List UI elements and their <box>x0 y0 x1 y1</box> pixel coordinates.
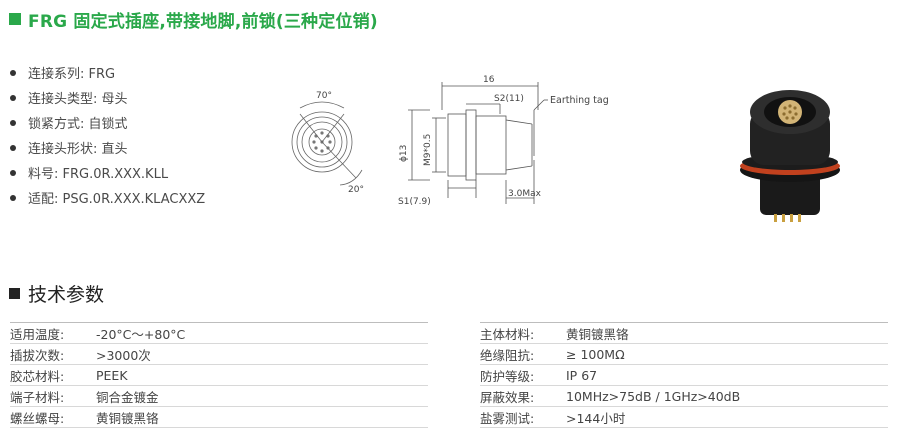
spec-item: 连接头类型: 母头 <box>10 85 205 110</box>
table-row: 胶芯材料:PEEK <box>10 365 428 386</box>
bullet-icon <box>10 169 16 176</box>
s1-label: S1(7.9) <box>398 197 431 207</box>
front-view <box>291 101 363 186</box>
table-row: 插拔次数:>3000次 <box>10 344 428 365</box>
section-heading-tech-params: 技术参数 <box>9 280 104 307</box>
angle-bottom-label: 20° <box>348 185 364 195</box>
bullet-icon <box>10 94 16 101</box>
table-row: 盐雾测试:>144小时 <box>480 407 888 428</box>
spec-item: 锁紧方式: 自锁式 <box>10 110 205 135</box>
spec-list: 连接系列: FRG 连接头类型: 母头 锁紧方式: 自锁式 连接头形状: 直头 … <box>10 60 205 210</box>
technical-drawing: 70° 20° 16 S2(11) Earthing tag ϕ13 M9*0.… <box>291 75 609 207</box>
params-table-left: 适用温度:-20°C～+80°C 插拔次数:>3000次 胶芯材料:PEEK 端… <box>10 322 428 428</box>
bullet-icon <box>10 144 16 151</box>
params-table-right: 主体材料:黄铜镀黑铬 绝缘阻抗:≥ 100MΩ 防护等级:IP 67 屏蔽效果:… <box>480 322 888 428</box>
connector-photo <box>740 90 840 222</box>
title-square-icon <box>9 13 21 25</box>
spec-item: 适配: PSG.0R.XXX.KLACXXZ <box>10 185 205 210</box>
table-row: 端子材料:铜合金镀金 <box>10 386 428 407</box>
phi13-label: ϕ13 <box>399 145 409 162</box>
earthing-tag-label: Earthing tag <box>550 95 609 106</box>
page-title: FRG 固定式插座,带接地脚,前锁(三种定位销) <box>9 6 378 32</box>
bullet-icon <box>10 69 16 76</box>
bullet-icon <box>10 194 16 201</box>
dim-16-label: 16 <box>483 75 495 85</box>
side-view <box>408 82 548 204</box>
spec-item: 料号: FRG.0R.XXX.KLL <box>10 160 205 185</box>
spec-item: 连接系列: FRG <box>10 60 205 85</box>
section-square-icon <box>9 288 20 299</box>
s2-label: S2(11) <box>494 94 524 104</box>
table-row: 适用温度:-20°C～+80°C <box>10 322 428 344</box>
table-row: 主体材料:黄铜镀黑铬 <box>480 322 888 344</box>
m9-label: M9*0.5 <box>423 134 433 166</box>
spec-item: 连接头形状: 直头 <box>10 135 205 160</box>
table-row: 绝缘阻抗:≥ 100MΩ <box>480 344 888 365</box>
angle-top-label: 70° <box>316 91 332 101</box>
bullet-icon <box>10 119 16 126</box>
table-row: 螺丝螺母:黄铜镀黑铬 <box>10 407 428 428</box>
title-text: FRG 固定式插座,带接地脚,前锁(三种定位销) <box>28 11 378 32</box>
max-label: 3.0Max <box>508 189 542 199</box>
table-row: 屏蔽效果:10MHz>75dB / 1GHz>40dB <box>480 386 888 407</box>
table-row: 防护等级:IP 67 <box>480 365 888 386</box>
